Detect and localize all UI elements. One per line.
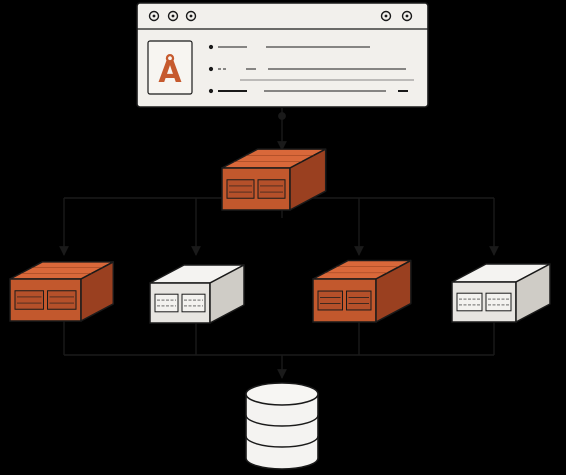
box-panel-slot [485, 292, 512, 312]
box-side-face [209, 264, 245, 324]
node-c-firewall [312, 259, 412, 323]
box-panel-slot [47, 290, 77, 310]
box-panel-slot [456, 292, 483, 312]
connector-dot [278, 112, 286, 120]
window-dot-icon [148, 10, 160, 22]
box-panel-slot [181, 293, 206, 313]
app-logo: Å [158, 53, 182, 90]
box-panel-slot [346, 290, 372, 311]
box-panel-slot [317, 290, 343, 311]
window-dot-icon [401, 10, 413, 22]
node-b-server [149, 264, 245, 324]
content-lines [208, 44, 414, 94]
node-d-server [451, 263, 551, 323]
gateway-firewall [221, 148, 327, 211]
database [245, 382, 319, 470]
window-dot-icon [380, 10, 392, 22]
window-dot-icon [167, 10, 179, 22]
box-panel-slot [226, 179, 255, 199]
node-a-firewall [9, 261, 115, 322]
client-window: Å [136, 2, 429, 108]
box-panel-slot [14, 290, 44, 310]
box-panel-slot [257, 179, 286, 199]
app-logo-box [147, 40, 193, 95]
nodes-layer [9, 148, 551, 324]
box-side-face [515, 263, 551, 323]
box-panel-slot [154, 293, 179, 313]
window-dot-icon [185, 10, 197, 22]
